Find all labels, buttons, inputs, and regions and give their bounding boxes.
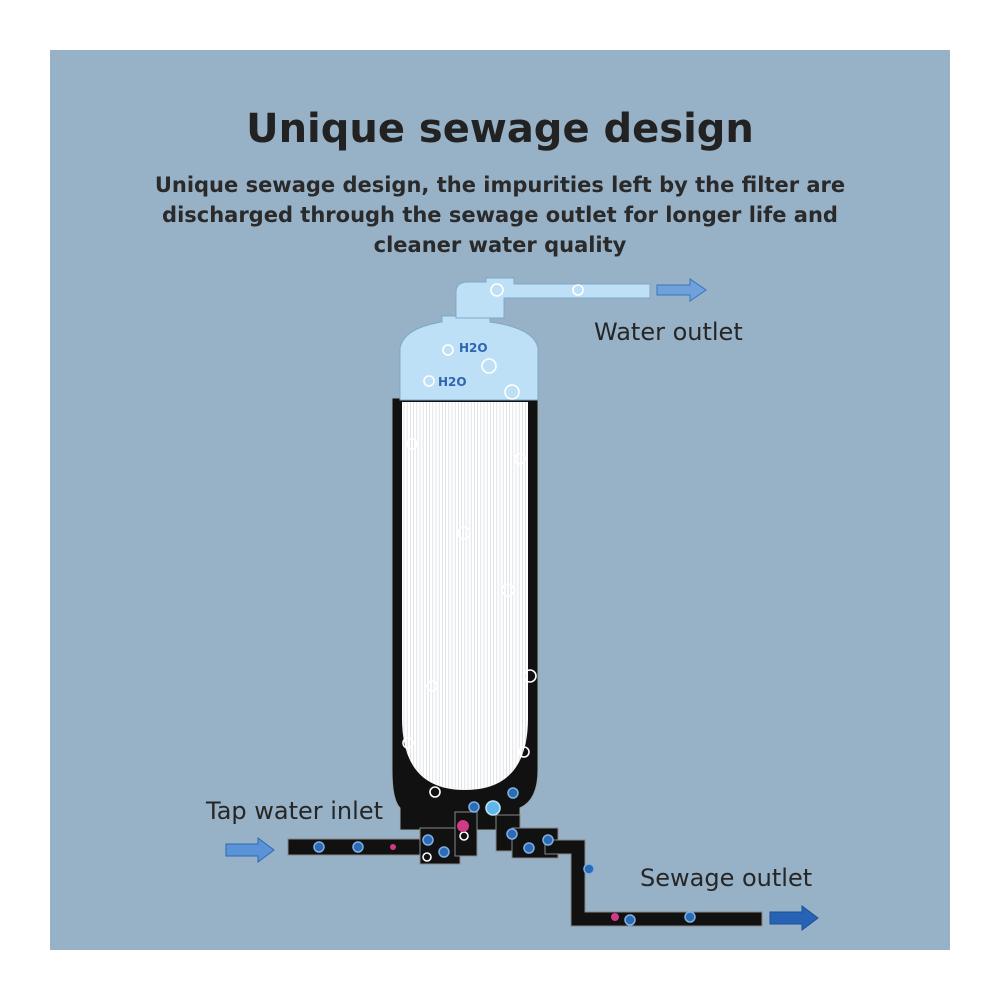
impurity-particles: [313, 787, 696, 926]
tap-water-inlet-label: Tap water inlet: [206, 797, 383, 825]
clean-water-cap: [399, 277, 651, 401]
page-title: Unique sewage design: [246, 106, 754, 152]
page-subtitle: Unique sewage design, the impurities lef…: [154, 173, 846, 257]
h2o-label-top: H2O: [459, 341, 488, 355]
h2o-label-bottom: H2O: [438, 375, 467, 389]
water-bubbles: [402, 283, 584, 862]
water-outlet-label: Water outlet: [594, 318, 743, 346]
sewage-outlet-arrow: [769, 905, 819, 931]
tap-inlet-arrow: [225, 837, 275, 863]
water-outlet-arrow: [656, 278, 707, 302]
filter-cartridge: [402, 402, 528, 790]
sewage-outlet-label: Sewage outlet: [640, 864, 813, 892]
